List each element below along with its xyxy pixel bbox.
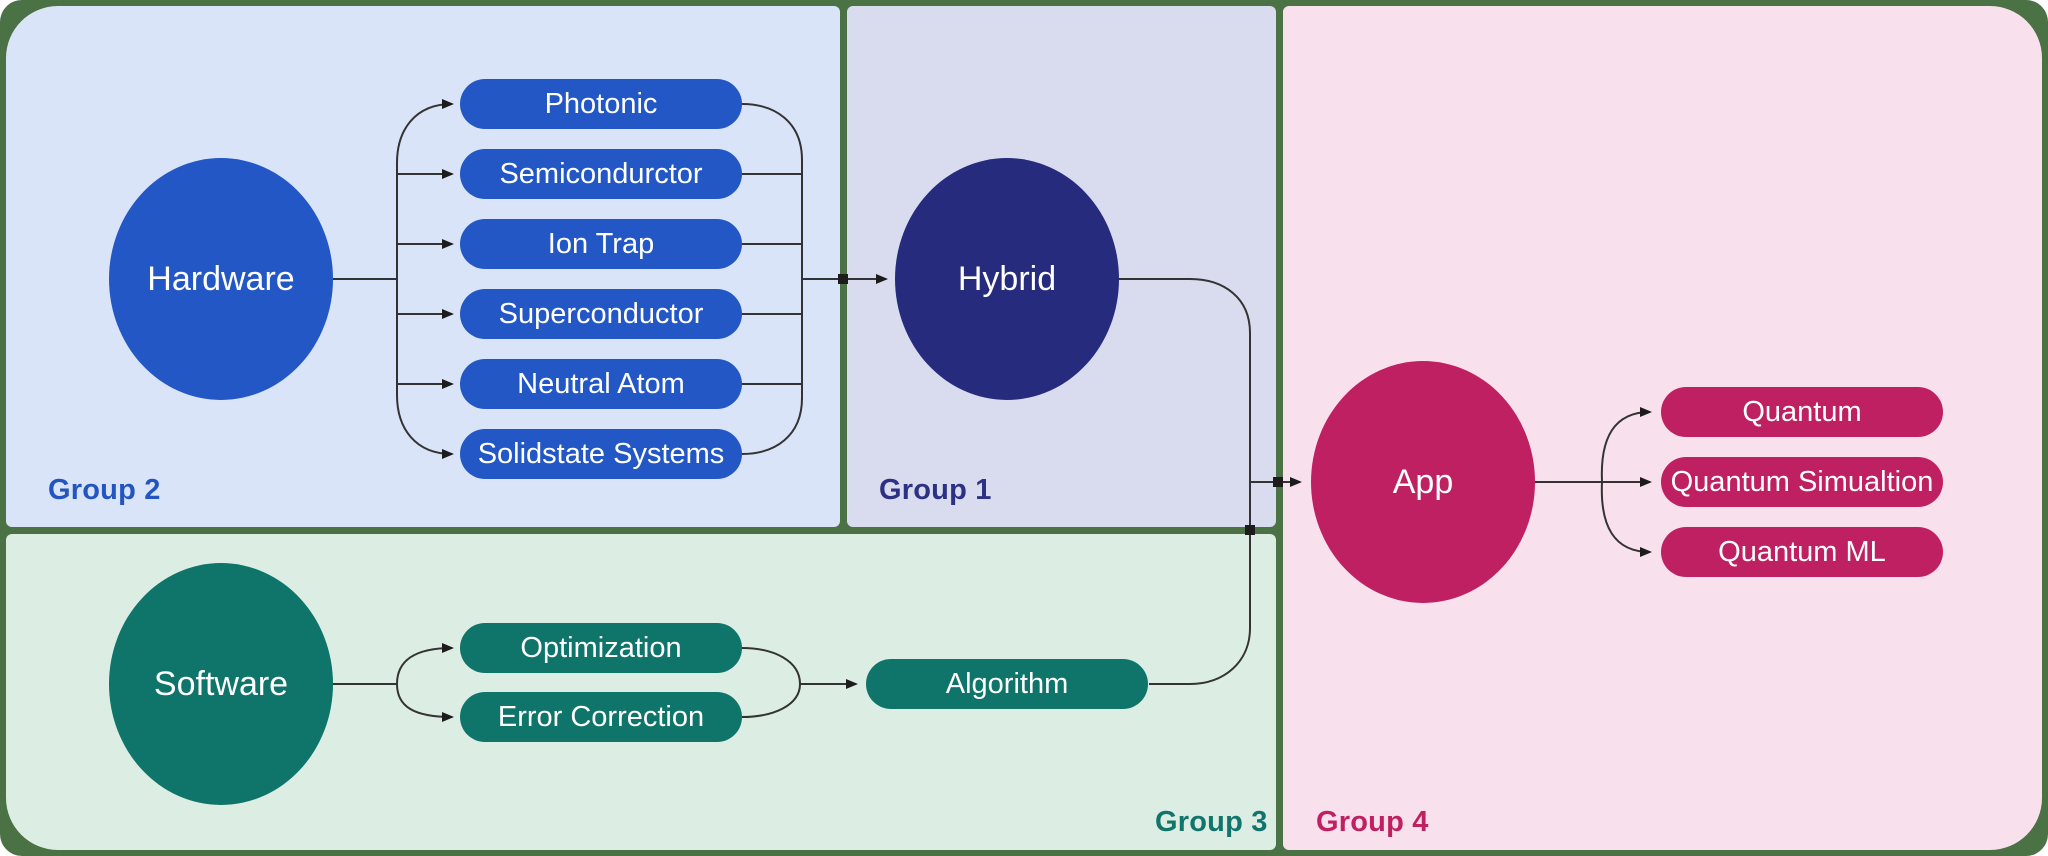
pill-semicondurctor-label: Semicondurctor bbox=[499, 157, 703, 190]
node-hardware: Hardware bbox=[109, 158, 333, 400]
node-hardware-label: Hardware bbox=[147, 259, 295, 298]
pill-neutral-atom: Neutral Atom bbox=[460, 359, 742, 409]
group4-label: Group 4 bbox=[1316, 806, 1429, 838]
node-app-label: App bbox=[1392, 462, 1454, 501]
pill-neutral-atom-label: Neutral Atom bbox=[517, 367, 685, 400]
pill-quantum-simualtion-label: Quantum Simualtion bbox=[1670, 465, 1934, 498]
group2-label: Group 2 bbox=[48, 474, 161, 506]
pill-algorithm-label: Algorithm bbox=[945, 667, 1069, 700]
pill-photonic: Photonic bbox=[460, 79, 742, 129]
pill-photonic-label: Photonic bbox=[544, 87, 658, 120]
pill-superconductor-label: Superconductor bbox=[498, 297, 704, 330]
pill-algorithm: Algorithm bbox=[866, 659, 1148, 709]
pill-solidstate-systems: Solidstate Systems bbox=[460, 429, 742, 479]
node-hybrid: Hybrid bbox=[895, 158, 1119, 400]
pill-ion-trap: Ion Trap bbox=[460, 219, 742, 269]
pill-optimization: Optimization bbox=[460, 623, 742, 673]
pill-semicondurctor: Semicondurctor bbox=[460, 149, 742, 199]
group1-label: Group 1 bbox=[879, 474, 992, 506]
pill-solidstate-systems-label: Solidstate Systems bbox=[477, 437, 725, 470]
pill-quantum-ml-label: Quantum ML bbox=[1718, 535, 1886, 568]
node-software-label: Software bbox=[153, 664, 289, 703]
pill-ion-trap-label: Ion Trap bbox=[547, 227, 655, 260]
pill-quantum-label: Quantum bbox=[1742, 395, 1862, 428]
pill-error-correction-label: Error Correction bbox=[497, 700, 705, 733]
node-app: App bbox=[1311, 361, 1535, 603]
pill-quantum-simualtion: Quantum Simualtion bbox=[1661, 457, 1943, 507]
pill-superconductor: Superconductor bbox=[460, 289, 742, 339]
pill-quantum: Quantum bbox=[1661, 387, 1943, 437]
group3-label: Group 3 bbox=[1155, 806, 1268, 838]
node-software: Software bbox=[109, 563, 333, 805]
node-hybrid-label: Hybrid bbox=[957, 259, 1057, 298]
pill-optimization-label: Optimization bbox=[520, 631, 682, 664]
pill-quantum-ml: Quantum ML bbox=[1661, 527, 1943, 577]
pill-error-correction: Error Correction bbox=[460, 692, 742, 742]
